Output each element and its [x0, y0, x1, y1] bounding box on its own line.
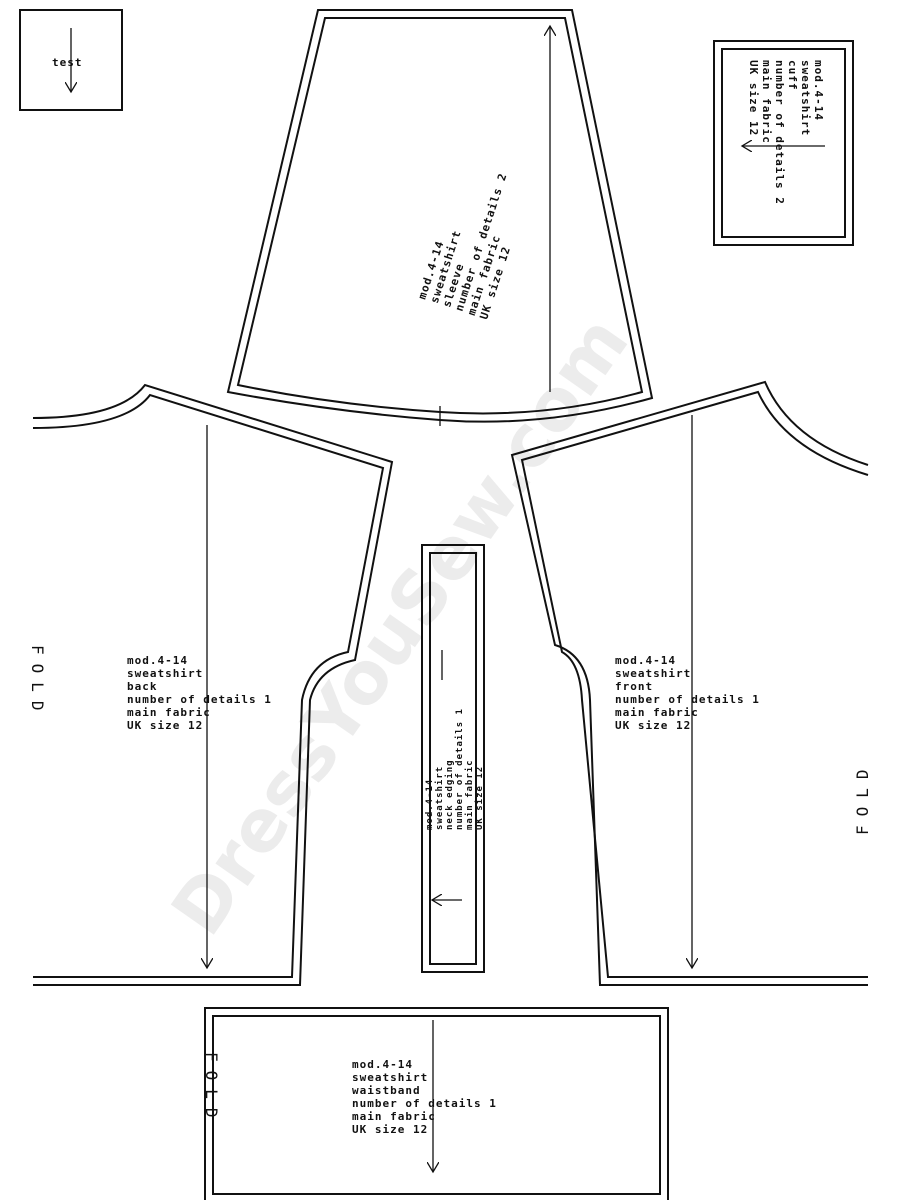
fold-label: FOLD: [28, 645, 47, 720]
piece-front: FOLD mod.4-14 sweatshirt front number of…: [510, 380, 872, 986]
piece-back: FOLD mod.4-14 sweatshirt back number of …: [28, 383, 394, 986]
fold-label: FOLD: [202, 1052, 221, 1127]
test-label: test: [52, 56, 83, 69]
neck-edging-label: mod.4-14 sweatshirt neck edging number o…: [425, 702, 485, 830]
piece-waistband: FOLD mod.4-14 sweatshirt waistband numbe…: [202, 1007, 669, 1200]
back-label: mod.4-14 sweatshirt back number of detai…: [127, 654, 279, 732]
piece-cuff: mod.4-14 sweatshirt cuff number of detai…: [713, 40, 854, 246]
front-label: mod.4-14 sweatshirt front number of deta…: [615, 654, 767, 732]
watermark: DressYouSew.com: [155, 301, 644, 950]
cuff-label: mod.4-14 sweatshirt cuff number of detai…: [747, 60, 825, 212]
waistband-label: mod.4-14 sweatshirt waistband number of …: [352, 1058, 504, 1136]
test-square: test: [19, 9, 123, 111]
fold-label: FOLD: [853, 760, 872, 835]
piece-neck-edging: mod.4-14 sweatshirt neck edging number o…: [421, 544, 485, 973]
sleeve-label: mod.4-14 sweatshirt sleeve number of det…: [415, 152, 536, 321]
